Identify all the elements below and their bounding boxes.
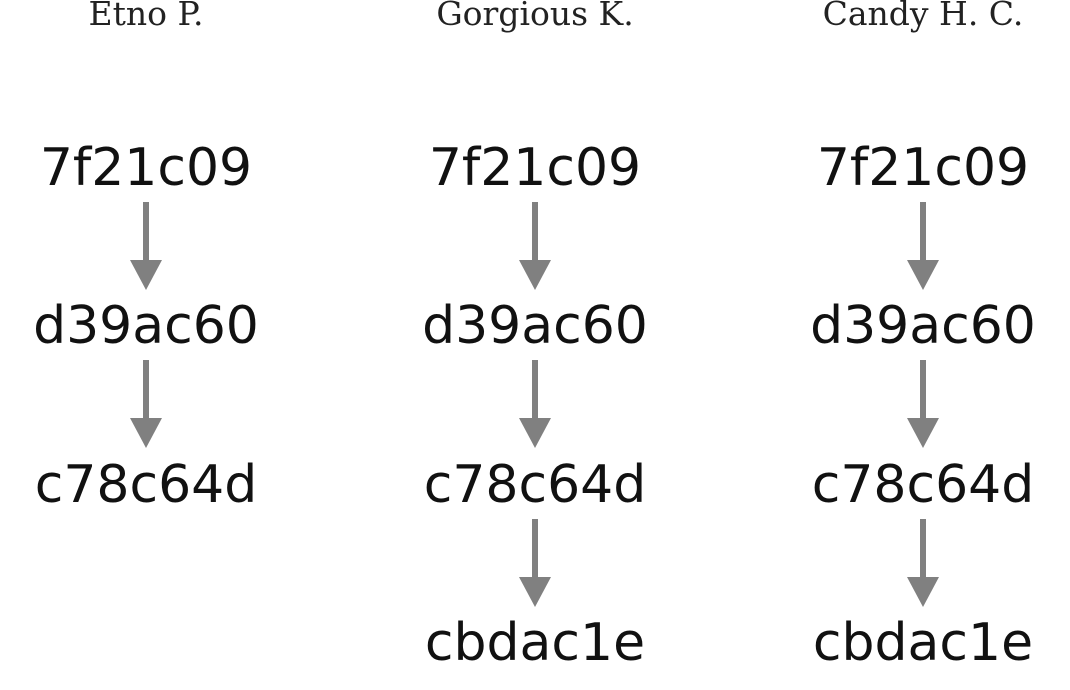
branch-column-gorgious: Gorgious K. 7f21c09 d39ac60 c78c64d cbda…	[385, 0, 685, 690]
commit-hash: d39ac60	[422, 296, 648, 356]
commit-hash: 7f21c09	[428, 138, 642, 198]
branch-column-etno: Etno P. 7f21c09 d39ac60 c78c64d	[0, 0, 296, 690]
down-arrow-icon	[907, 360, 939, 448]
down-arrow-icon	[519, 202, 551, 290]
commit-hash: d39ac60	[33, 296, 259, 356]
commit-hash: d39ac60	[810, 296, 1036, 356]
commit-hash: 7f21c09	[816, 138, 1030, 198]
branch-owner-label: Etno P.	[88, 0, 204, 33]
branch-owner-label: Candy H. C.	[822, 0, 1024, 33]
commit-hash: c78c64d	[34, 455, 258, 515]
down-arrow-icon	[519, 360, 551, 448]
branch-column-candy: Candy H. C. 7f21c09 d39ac60 c78c64d cbda…	[773, 0, 1070, 690]
commit-hash: cbdac1e	[812, 613, 1034, 673]
down-arrow-icon	[907, 519, 939, 607]
commit-hash: cbdac1e	[424, 613, 646, 673]
branch-owner-label: Gorgious K.	[436, 0, 634, 33]
down-arrow-icon	[519, 519, 551, 607]
down-arrow-icon	[130, 202, 162, 290]
commit-hash: 7f21c09	[39, 138, 253, 198]
down-arrow-icon	[907, 202, 939, 290]
commit-hash: c78c64d	[423, 455, 647, 515]
down-arrow-icon	[130, 360, 162, 448]
commit-hash: c78c64d	[811, 455, 1035, 515]
